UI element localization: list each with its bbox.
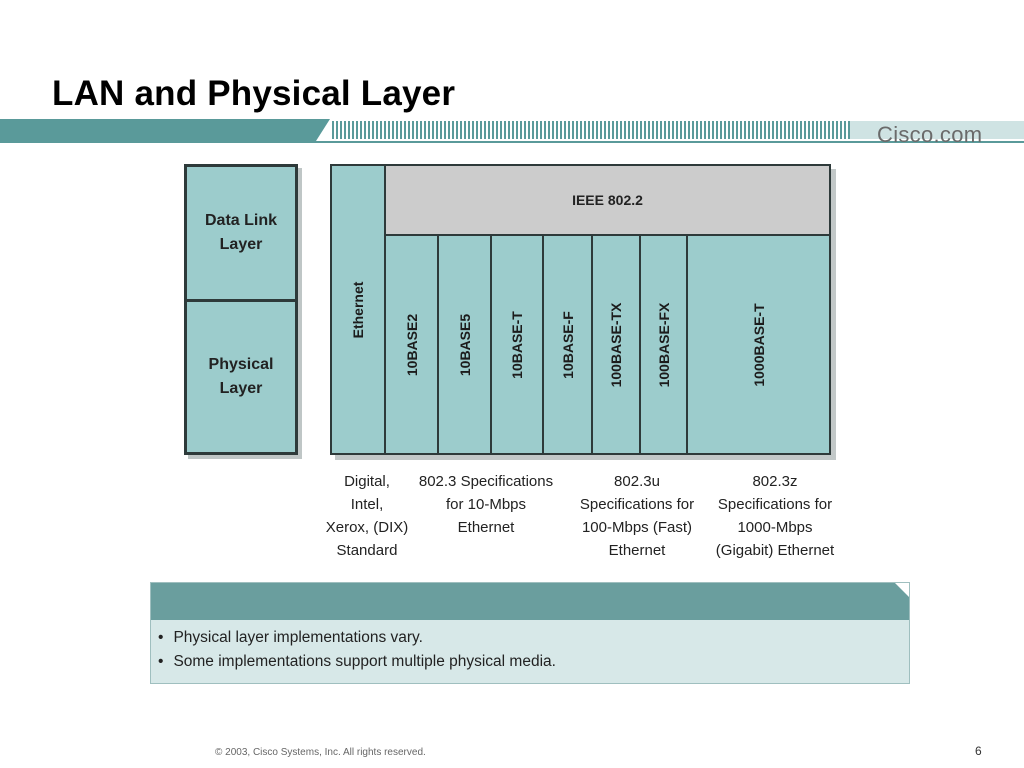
standard-label: 100BASE-TX <box>608 302 624 387</box>
copyright-footer: © 2003, Cisco Systems, Inc. All rights r… <box>215 747 426 758</box>
standard-column: 10BASE2 <box>386 236 439 453</box>
notes-list: Physical layer implementations vary. Som… <box>158 626 556 674</box>
data-link-layer-box: Data Link Layer <box>184 164 298 302</box>
ethernet-column: Ethernet <box>332 166 386 453</box>
standard-column: 100BASE-FX <box>641 236 688 453</box>
standard-label: 10BASE2 <box>403 313 420 376</box>
standard-column: 100BASE-TX <box>593 236 641 453</box>
standard-column: 1000BASE-T <box>688 236 829 453</box>
ieee-802-3-caption: 802.3 Specifications for 10-Mbps Etherne… <box>418 473 554 536</box>
ieee-802-3u-caption: 802.3u Specifications for 100-Mbps (Fast… <box>579 473 695 559</box>
slide-title: LAN and Physical Layer <box>52 74 456 113</box>
physical-layer-label: Physical Layer <box>208 356 274 397</box>
note-item: Some implementations support multiple ph… <box>158 650 556 674</box>
standard-label: 10BASE-F <box>559 310 576 379</box>
protocol-stack: Ethernet IEEE 802.2 10BASE2 10BASE5 10BA… <box>330 164 831 455</box>
standard-label: 1000BASE-T <box>750 302 767 387</box>
ieee-802-2-band: IEEE 802.2 <box>386 166 829 236</box>
standard-label: 10BASE5 <box>456 313 473 376</box>
standard-label: 10BASE-T <box>509 310 525 379</box>
brand-logo[interactable]: Cisco.com <box>877 122 983 147</box>
standard-column: 10BASE-T <box>492 236 544 453</box>
physical-layer-box: Physical Layer <box>184 299 298 455</box>
ieee-802-3z-caption: 802.3z Specifications for 1000-Mbps (Gig… <box>715 473 835 559</box>
standard-column: 10BASE5 <box>439 236 492 453</box>
standard-label: 100BASE-FX <box>655 302 672 387</box>
header-banner <box>0 119 1024 143</box>
ieee-802-2-label: IEEE 802.2 <box>572 192 643 208</box>
ethernet-label: Ethernet <box>350 281 366 338</box>
page-number: 6 <box>975 744 982 758</box>
data-link-layer-label: Data Link Layer <box>204 212 277 253</box>
dix-caption: Digital, Intel, Xerox, (DIX) Standard <box>325 473 409 559</box>
standard-column: 10BASE-F <box>544 236 593 453</box>
note-item: Physical layer implementations vary. <box>158 626 556 650</box>
